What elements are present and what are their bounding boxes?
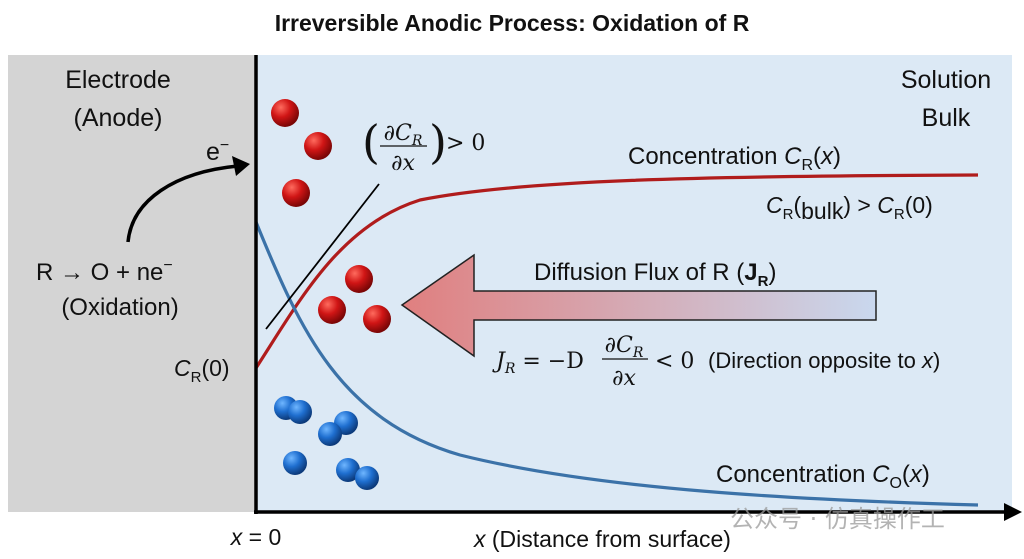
paren-right: ) [429, 115, 447, 169]
r-particle [363, 305, 391, 333]
tangent-line [265, 183, 380, 330]
flux-equation: JR = −D ∂CR ∂x < 0 (Direction opposite t… [492, 333, 940, 391]
svg-text:∂CR: ∂CR [384, 121, 423, 149]
svg-text:> 0: > 0 [446, 131, 485, 156]
diffusion-flux-arrow [400, 253, 877, 358]
solution-label: Solution [901, 66, 991, 94]
concentration-o-curve [254, 221, 979, 507]
anode-label: (Anode) [74, 104, 163, 132]
gradient-expression: ( ∂CR ∂x ) > 0 [362, 115, 485, 176]
concentration-o-label: Concentration CO(x) [716, 461, 930, 492]
o-particles [274, 396, 379, 490]
cr0-label: CR(0) [174, 355, 230, 386]
o-particle [336, 458, 360, 482]
bulk-label: Bulk [922, 104, 971, 132]
r-particle [345, 265, 373, 293]
r-particle [318, 296, 346, 324]
r-particle [304, 132, 332, 160]
x-axis-arrowhead-icon [1004, 503, 1022, 521]
paren-left: ( [362, 115, 380, 169]
bulk-relation: CR(bulk) > CR(0) [766, 192, 933, 224]
svg-text:JR = −D: JR = −D [492, 349, 584, 377]
electron-transfer-arrow [126, 164, 239, 243]
diagram-title: Irreversible Anodic Process: Oxidation o… [275, 10, 750, 36]
o-particle [288, 400, 312, 424]
svg-text:∂x: ∂x [391, 151, 415, 176]
origin-label: x = 0 [230, 524, 282, 550]
flux-label: Diffusion Flux of R (JR) [534, 259, 777, 290]
solution-region [256, 55, 1012, 512]
watermark: 公众号 · 仿真操作工 [730, 505, 945, 533]
x-axis-label: x (Distance from surface) [473, 526, 731, 552]
electrode-label: Electrode [65, 66, 171, 94]
r-particle [282, 179, 310, 207]
o-particle [355, 466, 379, 490]
o-particle [283, 451, 307, 475]
electron-label: e− [206, 137, 229, 166]
r-particles [271, 99, 391, 333]
svg-text:∂x: ∂x [612, 366, 636, 391]
svg-text:< 0: < 0 [655, 349, 694, 374]
svg-text:∂CR: ∂CR [605, 333, 644, 361]
electrode-region [8, 55, 256, 512]
reaction-equation: R → O + ne− [36, 257, 173, 286]
electron-arrowhead-icon [232, 156, 250, 176]
r-particle [271, 99, 299, 127]
concentration-r-label: Concentration CR(x) [628, 143, 841, 174]
svg-text:(Direction opposite to x): (Direction opposite to x) [708, 348, 940, 373]
o-particle [318, 422, 342, 446]
concentration-r-curve [254, 173, 979, 369]
oxidation-label: (Oxidation) [61, 294, 178, 321]
